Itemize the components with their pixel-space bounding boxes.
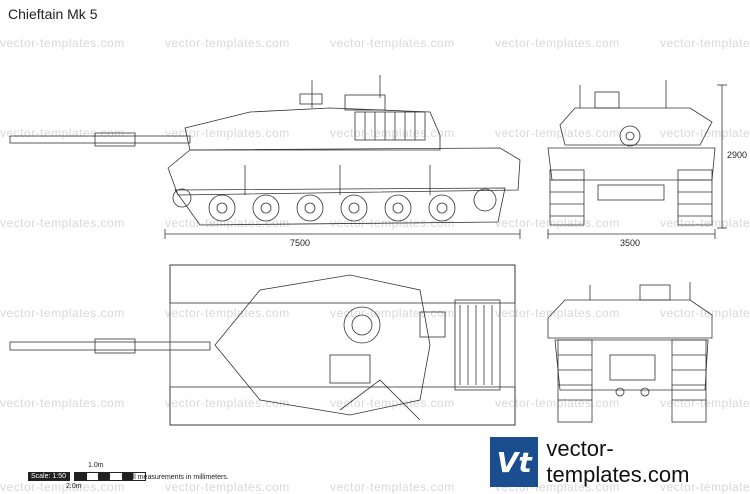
watermark: vector-templates.com bbox=[330, 36, 455, 50]
watermark: vector-templates.com bbox=[495, 36, 620, 50]
measurement-note: All measurements in millimeters. bbox=[128, 474, 229, 481]
top-engine-deck bbox=[454, 299, 501, 391]
watermark: vector-templates.com bbox=[660, 216, 750, 230]
side-track bbox=[174, 187, 506, 226]
rear-view bbox=[547, 282, 713, 423]
brand[interactable]: Vt vector-templates.com bbox=[490, 436, 750, 488]
length-dimension-label: 7500 bbox=[290, 238, 311, 248]
watermark: vector-templates.com bbox=[165, 396, 290, 410]
top-gun-barrel bbox=[9, 341, 211, 351]
width-dimension-label: 3500 bbox=[620, 238, 641, 248]
watermark: vector-templates.com bbox=[165, 480, 290, 494]
watermark-row: vector-templates.com vector-templates.co… bbox=[0, 480, 750, 494]
front-left-track bbox=[549, 169, 585, 226]
watermark: vector-templates.com bbox=[330, 396, 455, 410]
watermark-row: vector-templates.com vector-templates.co… bbox=[0, 396, 750, 410]
scale-bottom-label: 2.0m bbox=[66, 483, 82, 490]
top-view bbox=[9, 264, 516, 426]
watermark: vector-templates.com bbox=[0, 216, 125, 230]
front-view bbox=[547, 80, 727, 239]
side-road-wheels bbox=[172, 188, 497, 222]
watermark: vector-templates.com bbox=[660, 36, 750, 50]
side-commander-cupola bbox=[344, 94, 386, 111]
watermark: vector-templates.com bbox=[0, 396, 125, 410]
watermark: vector-templates.com bbox=[660, 480, 750, 494]
side-turret bbox=[184, 107, 441, 151]
watermark: vector-templates.com bbox=[165, 36, 290, 50]
watermark-row: vector-templates.com vector-templates.co… bbox=[0, 126, 750, 140]
watermark: vector-templates.com bbox=[660, 396, 750, 410]
watermark: vector-templates.com bbox=[330, 480, 455, 494]
watermark: vector-templates.com bbox=[165, 126, 290, 140]
watermark: vector-templates.com bbox=[0, 36, 125, 50]
front-gun-mantlet bbox=[619, 125, 641, 147]
watermark: vector-templates.com bbox=[0, 126, 125, 140]
brand-text: vector-templates.com bbox=[546, 436, 690, 487]
scale-label: Scale: 1:50 bbox=[28, 472, 70, 481]
rear-turret bbox=[547, 299, 713, 339]
brand-logo: Vt bbox=[490, 437, 539, 487]
rear-left-track bbox=[557, 339, 593, 423]
watermark: vector-templates.com bbox=[495, 306, 620, 320]
front-hull bbox=[547, 147, 716, 181]
front-turret bbox=[559, 107, 713, 146]
top-right-track-guard bbox=[169, 386, 516, 426]
side-gun-barrel bbox=[9, 135, 191, 144]
top-hull bbox=[169, 264, 516, 426]
side-view bbox=[9, 75, 521, 239]
height-dimension-label: 2900 bbox=[727, 150, 748, 160]
watermark: vector-templates.com bbox=[495, 216, 620, 230]
top-commander-cupola bbox=[343, 306, 381, 344]
scale-top-label: 1.0m bbox=[88, 462, 104, 469]
watermark: vector-templates.com bbox=[0, 306, 125, 320]
side-fume-extractor bbox=[94, 132, 136, 147]
front-right-track bbox=[677, 169, 713, 226]
watermark-row: vector-templates.com vector-templates.co… bbox=[0, 306, 750, 320]
watermark: vector-templates.com bbox=[330, 126, 455, 140]
rear-hull bbox=[554, 339, 709, 391]
top-turret bbox=[214, 274, 431, 416]
watermark: vector-templates.com bbox=[660, 306, 750, 320]
watermark: vector-templates.com bbox=[495, 126, 620, 140]
scale-bar bbox=[74, 472, 146, 481]
top-left-track-guard bbox=[169, 264, 516, 304]
watermark: vector-templates.com bbox=[0, 480, 125, 494]
side-hull bbox=[167, 147, 521, 196]
watermark-row: vector-templates.com vector-templates.co… bbox=[0, 36, 750, 50]
watermark: vector-templates.com bbox=[165, 306, 290, 320]
watermark: vector-templates.com bbox=[660, 126, 750, 140]
rear-right-track bbox=[671, 339, 707, 423]
page-title: Chieftain Mk 5 bbox=[8, 6, 98, 22]
watermark: vector-templates.com bbox=[495, 396, 620, 410]
